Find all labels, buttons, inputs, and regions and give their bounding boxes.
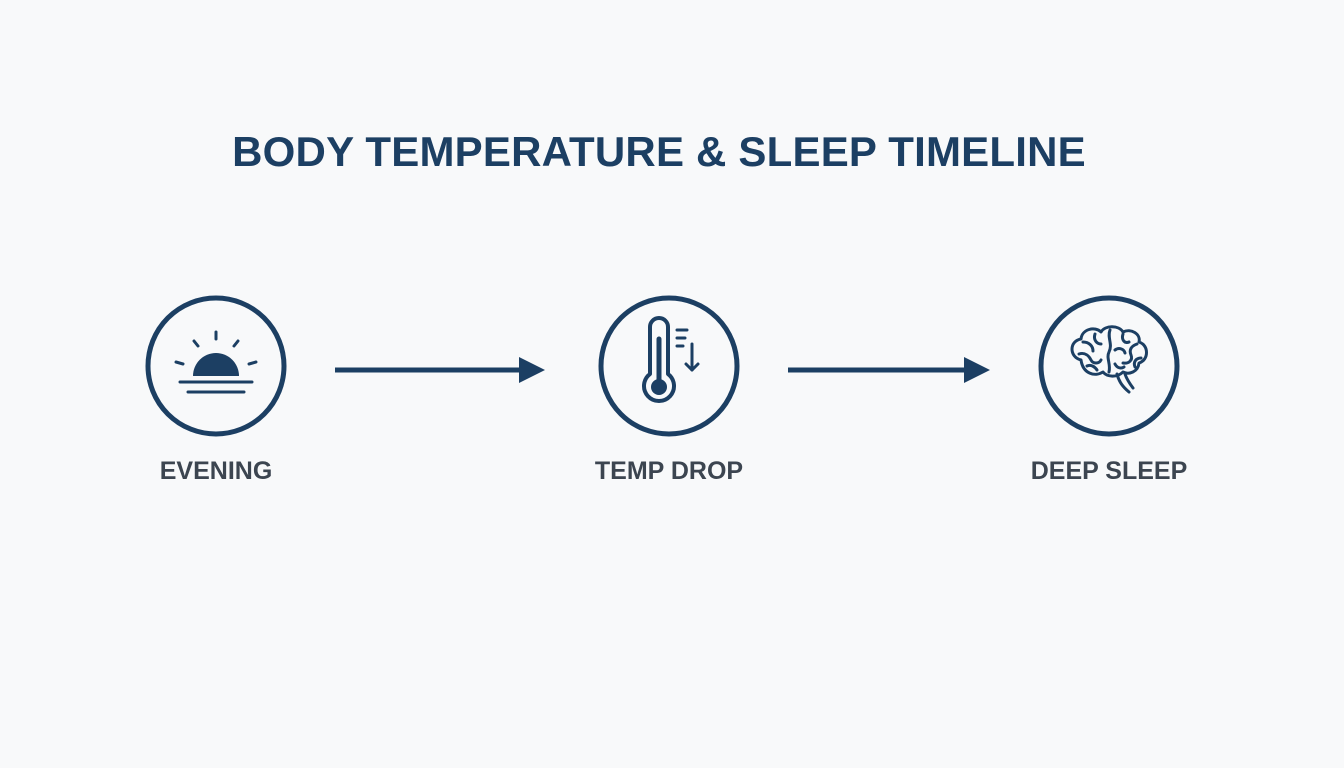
sunset-icon — [145, 295, 287, 437]
step-temp-drop: TEMP DROP — [595, 294, 743, 485]
step-deep-sleep-label: DEEP SLEEP — [1030, 457, 1188, 485]
step-evening: EVENING — [144, 294, 288, 485]
arrow-right-icon — [335, 357, 545, 383]
arrow-right-icon — [788, 357, 990, 383]
arrow-evening-to-temp-drop — [333, 353, 547, 387]
step-temp-drop-label: TEMP DROP — [594, 457, 744, 485]
step-temp-drop-circle — [597, 294, 741, 438]
diagram-title: BODY TEMPERATURE & SLEEP TIMELINE — [232, 128, 1086, 175]
arrow-temp-drop-to-deep-sleep — [786, 353, 992, 387]
brain-icon — [1038, 295, 1180, 437]
step-evening-circle — [144, 294, 288, 438]
step-deep-sleep: DEEP SLEEP — [1031, 294, 1187, 485]
step-evening-label: EVENING — [159, 457, 273, 485]
thermometer-down-icon — [598, 295, 740, 437]
step-deep-sleep-circle — [1037, 294, 1181, 438]
